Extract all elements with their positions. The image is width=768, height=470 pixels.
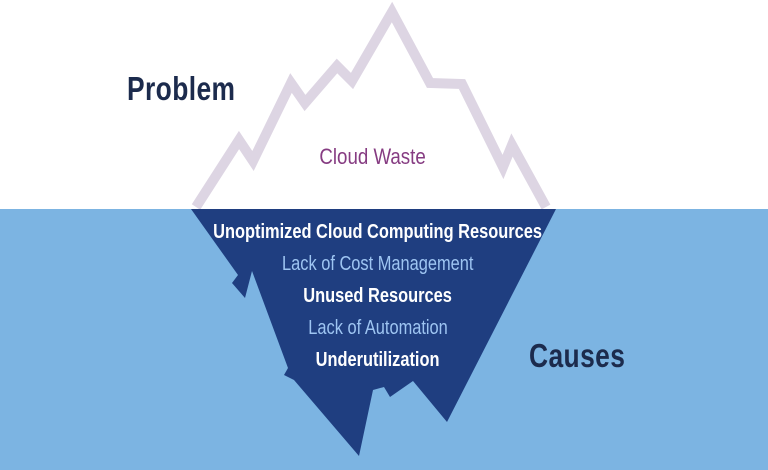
cause-item-unoptimized-resources: Unoptimized Cloud Computing Resources <box>177 216 578 248</box>
cause-item-cost-management: Lack of Cost Management <box>261 248 494 280</box>
causes-list: Unoptimized Cloud Computing Resources La… <box>178 216 578 376</box>
cause-item-text: Unoptimized Cloud Computing Resources <box>213 220 543 243</box>
cause-item-automation: Lack of Automation <box>293 312 463 344</box>
cause-item-text: Unused Resources <box>303 284 453 307</box>
cause-item-text: Underutilization <box>316 348 440 371</box>
problem-item-cloud-waste: Cloud Waste <box>253 146 493 168</box>
causes-label: Causes <box>529 339 649 372</box>
iceberg-above-waterline-outline <box>191 1 551 210</box>
problem-label: Problem <box>127 72 263 105</box>
cause-item-text: Lack of Automation <box>308 316 448 339</box>
cause-item-unused-resources: Unused Resources <box>287 280 468 312</box>
cloud-waste-text: Cloud Waste <box>319 144 427 169</box>
cause-item-underutilization: Underutilization <box>302 344 453 376</box>
problem-label-text: Problem <box>127 70 236 107</box>
iceberg-below-waterline <box>191 209 556 456</box>
causes-label-text: Causes <box>529 337 626 374</box>
cause-item-text: Lack of Cost Management <box>282 252 474 275</box>
